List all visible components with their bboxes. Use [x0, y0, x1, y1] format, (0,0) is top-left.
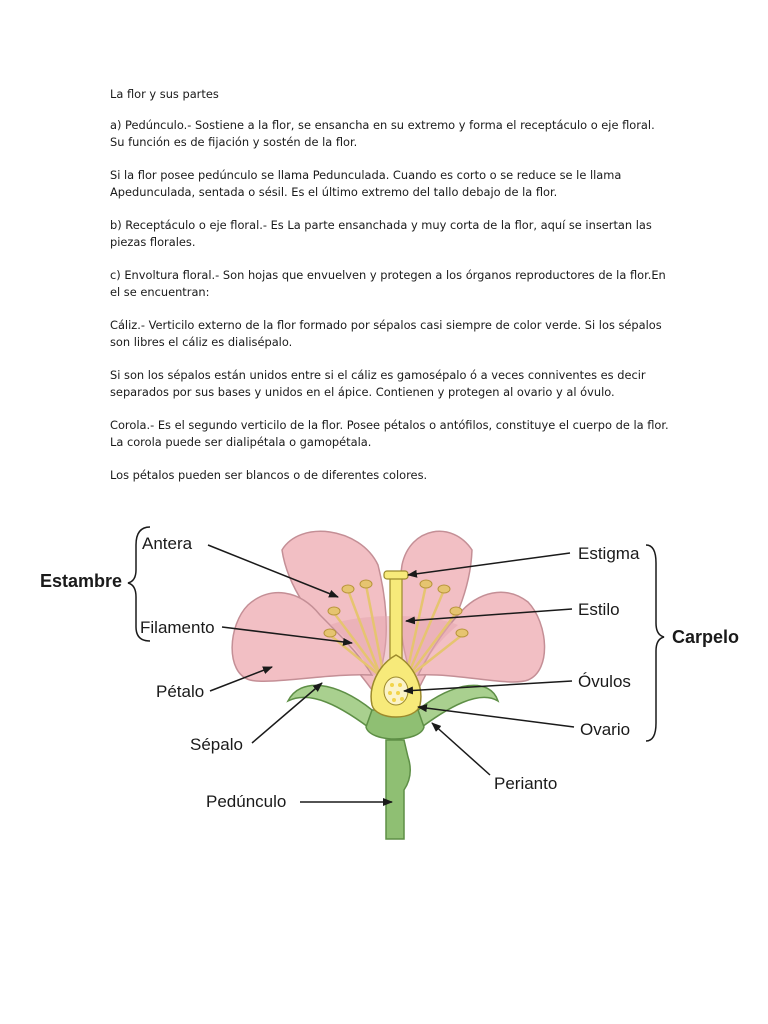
- filament: [404, 584, 428, 678]
- arrow-antera: [207, 544, 339, 598]
- label-antera: Antera: [142, 534, 193, 553]
- label-petalo: Pétalo: [156, 682, 204, 701]
- label-pedunculo: Pedúnculo: [206, 792, 286, 811]
- label-filamento: Filamento: [140, 618, 215, 637]
- document-text: La flor y sus partes a) Pedúnculo.- Sost…: [110, 86, 670, 500]
- paragraph-pedunculada: Si la flor posee pedúnculo se llama Pedu…: [110, 168, 622, 199]
- arrow-filamento: [221, 626, 353, 646]
- arrow-ovario: [417, 704, 575, 728]
- arrow-ovulos: [403, 680, 573, 695]
- arrow-estilo: [405, 608, 573, 625]
- document-title: La flor y sus partes: [110, 87, 219, 101]
- paragraph-receptaculo: b) Receptáculo o eje floral.- Es La part…: [110, 218, 652, 249]
- label-carpelo: Carpelo: [672, 627, 739, 647]
- anther: [341, 584, 355, 594]
- label-estigma: Estigma: [578, 544, 640, 563]
- filament: [364, 584, 386, 678]
- paragraph-envoltura: c) Envoltura floral.- Son hojas que envu…: [110, 268, 666, 299]
- sepal-right: [412, 684, 500, 735]
- stamens: [323, 579, 469, 680]
- anther: [437, 584, 451, 594]
- filament: [406, 589, 446, 676]
- anther: [419, 579, 433, 589]
- label-ovulos: Óvulos: [578, 672, 631, 691]
- sepal-left: [286, 684, 378, 735]
- paragraph-pedunculo: a) Pedúnculo.- Sostiene a la flor, se en…: [110, 118, 655, 149]
- carpelo-bracket: [645, 544, 665, 742]
- stem-shape: [385, 739, 411, 840]
- filament: [346, 589, 382, 676]
- stigma: [383, 570, 409, 580]
- anther: [327, 606, 341, 616]
- receptacle: [365, 709, 425, 740]
- filament: [329, 634, 385, 680]
- label-estilo: Estilo: [578, 600, 620, 619]
- anther: [323, 628, 337, 638]
- anther: [449, 606, 463, 616]
- filament: [333, 612, 383, 678]
- label-ovario: Ovario: [580, 720, 630, 739]
- paragraph-petalos: Los pétalos pueden ser blancos o de dife…: [110, 468, 428, 482]
- arrow-petalo: [209, 666, 273, 692]
- arrow-perianto: [431, 722, 491, 776]
- estambre-bracket: [127, 526, 151, 642]
- filament: [405, 634, 463, 680]
- anther: [359, 579, 373, 589]
- label-perianto: Perianto: [494, 774, 557, 793]
- arrow-sepalo: [251, 682, 323, 744]
- label-sepalo: Sépalo: [190, 735, 243, 754]
- filament: [407, 612, 457, 678]
- ovule-dots: [388, 683, 404, 702]
- paragraph-corola: Corola.- Es el segundo verticilo de la f…: [110, 418, 669, 449]
- label-estambre: Estambre: [40, 571, 122, 591]
- flower-diagram-svg: Antera Estambre Filamento Pétalo Sépalo …: [40, 526, 739, 840]
- paragraph-caliz: Cáliz.- Verticilo externo de la flor for…: [110, 318, 662, 349]
- flower-diagram: Antera Estambre Filamento Pétalo Sépalo …: [0, 505, 768, 850]
- paragraph-gamosepalo: Si son los sépalos están unidos entre si…: [110, 368, 646, 399]
- anther: [455, 628, 469, 638]
- arrow-estigma: [407, 552, 571, 578]
